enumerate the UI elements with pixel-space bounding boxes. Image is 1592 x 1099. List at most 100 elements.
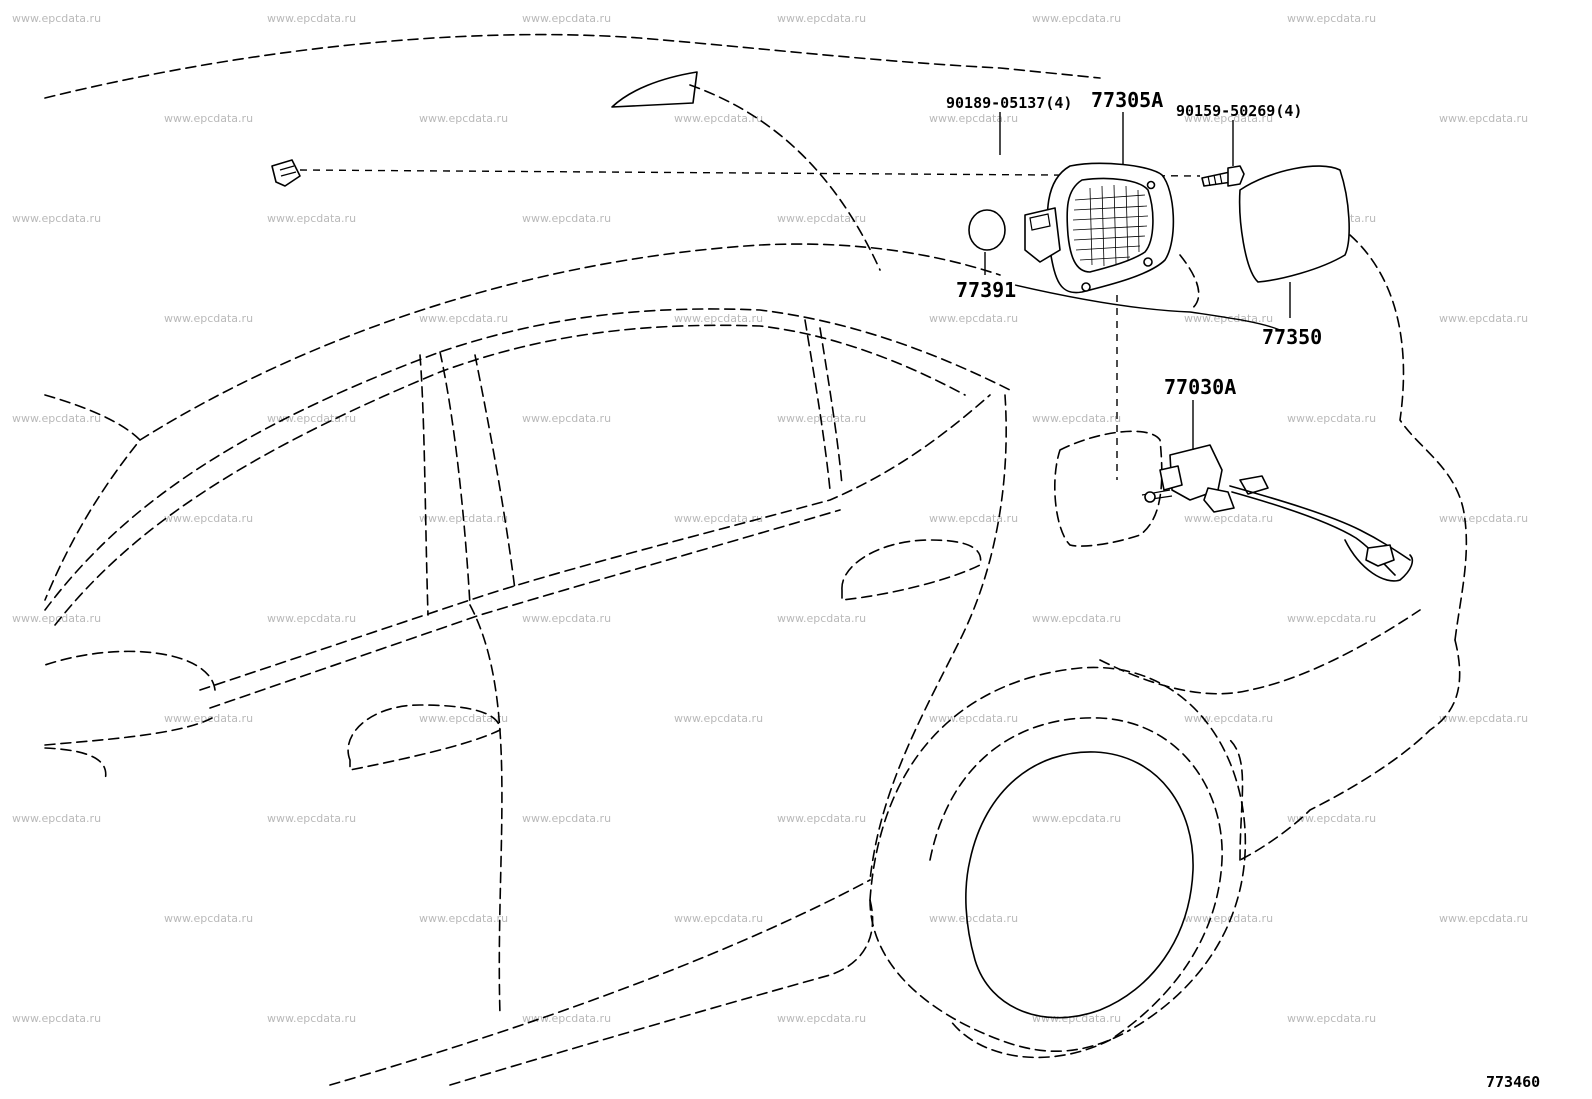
car-body-outline — [44, 33, 1468, 1086]
gasket-illustration — [968, 209, 1006, 251]
watermark-text: www.epcdata.ru — [419, 112, 508, 125]
watermark-text: www.epcdata.ru — [419, 712, 508, 725]
fuel-inlet-box-bolt-hole — [1081, 282, 1091, 292]
watermark-text: www.epcdata.ru — [164, 312, 253, 325]
watermark-text: www.epcdata.ru — [1439, 512, 1528, 525]
rear-bumper — [1239, 639, 1461, 861]
watermark-text: www.epcdata.ru — [12, 612, 101, 625]
callout-opener-lock: 77030A — [1164, 375, 1236, 399]
front-door-handle — [44, 650, 216, 746]
windshield-edge — [44, 394, 141, 601]
opener-cable-end — [1365, 544, 1395, 567]
watermark-text: www.epcdata.ru — [929, 712, 1018, 725]
rear-quarter-lower2 — [1229, 739, 1244, 861]
watermark-text: www.epcdata.ru — [1287, 1012, 1376, 1025]
watermark-text: www.epcdata.ru — [522, 12, 611, 25]
watermark-text: www.epcdata.ru — [1439, 912, 1528, 925]
watermark-text: www.epcdata.ru — [929, 112, 1018, 125]
watermark-text: www.epcdata.ru — [522, 212, 611, 225]
door-rear-edge — [469, 604, 503, 1016]
watermark-text: www.epcdata.ru — [164, 912, 253, 925]
leader-lines — [984, 112, 1291, 480]
rocker-line — [329, 879, 871, 1086]
b-pillar-front — [419, 354, 429, 616]
wheel-arch-lip — [869, 899, 1131, 1052]
window-frame-inner — [54, 324, 966, 626]
callout-clip: 90189-05137(4) — [946, 94, 1072, 112]
antenna-icon — [611, 71, 698, 108]
watermark-text: www.epcdata.ru — [267, 812, 356, 825]
fuel-lid-icon — [1238, 165, 1350, 283]
watermark-text: www.epcdata.ru — [929, 512, 1018, 525]
watermark-text: www.epcdata.ru — [1032, 1012, 1121, 1025]
callout-screw: 90159-50269(4) — [1176, 102, 1302, 120]
watermark-text: www.epcdata.ru — [674, 912, 763, 925]
watermark-text: www.epcdata.ru — [674, 712, 763, 725]
watermark-text: www.epcdata.ru — [12, 1012, 101, 1025]
watermark-text: www.epcdata.ru — [267, 1012, 356, 1025]
window-sill-lower — [209, 509, 841, 709]
watermark-text: www.epcdata.ru — [929, 912, 1018, 925]
opener-cable — [1229, 485, 1411, 561]
watermark-text: www.epcdata.ru — [674, 112, 763, 125]
fuel-inlet-box-body — [1066, 177, 1154, 273]
watermark-text: www.epcdata.ru — [1287, 12, 1376, 25]
watermark-text: www.epcdata.ru — [164, 112, 253, 125]
window-sill — [199, 394, 991, 691]
rear-quarter-front — [869, 394, 1007, 881]
watermark-text: www.epcdata.ru — [1184, 712, 1273, 725]
rear-door-handle — [347, 704, 501, 771]
fuel-inlet-box-hatch — [1072, 184, 1149, 267]
watermark-text: www.epcdata.ru — [419, 312, 508, 325]
wheel-arch-liner — [965, 751, 1194, 1019]
watermark-text: www.epcdata.ru — [1184, 112, 1273, 125]
wheel-arch-outer — [869, 666, 1247, 1031]
fuel-door-recess — [1054, 430, 1163, 547]
rear-quarter-shoulder — [1179, 254, 1200, 311]
upper-body-line — [139, 243, 1001, 441]
window-frame-outer — [44, 308, 1011, 611]
watermark-text: www.epcdata.ru — [12, 212, 101, 225]
watermark-text: www.epcdata.ru — [1439, 312, 1528, 325]
watermark-text: www.epcdata.ru — [1032, 412, 1121, 425]
watermark-layer: www.epcdata.ru www.epcdata.ru www.epcdata.… — [12, 12, 1528, 1025]
watermark-text: www.epcdata.ru — [12, 412, 101, 425]
watermark-text: www.epcdata.ru — [1439, 112, 1528, 125]
rocker-line-lower — [449, 899, 874, 1086]
watermark-text: www.epcdata.ru — [12, 12, 101, 25]
b-pillar-rear — [439, 351, 471, 606]
callout-gasket: 77391 — [956, 278, 1016, 302]
watermark-text: www.epcdata.ru — [1032, 612, 1121, 625]
watermark-text: www.epcdata.ru — [12, 812, 101, 825]
watermark-text: www.epcdata.ru — [1287, 412, 1376, 425]
fuel-inlet-box-illustration — [1024, 162, 1175, 294]
roof-line — [44, 33, 1101, 99]
callout-fuel-inlet-box: 77305A — [1091, 88, 1163, 112]
watermark-text: www.epcdata.ru — [777, 212, 866, 225]
watermark-text: www.epcdata.ru — [929, 312, 1018, 325]
mirror-edge — [44, 747, 107, 781]
rear-glass-edge — [689, 84, 881, 271]
fuel-inlet-box-hinge — [1024, 207, 1061, 263]
gasket-icon — [968, 209, 1006, 251]
watermark-text: www.epcdata.ru — [1439, 712, 1528, 725]
watermark-text: www.epcdata.ru — [419, 912, 508, 925]
callout-fuel-lid: 77350 — [1262, 325, 1322, 349]
clip-part-illustration — [271, 159, 301, 187]
watermark-text: www.epcdata.ru — [267, 12, 356, 25]
quarter-glass-rear — [804, 319, 831, 491]
quarter-handle — [841, 539, 982, 601]
watermark-text: www.epcdata.ru — [777, 1012, 866, 1025]
watermark-text: www.epcdata.ru — [522, 812, 611, 825]
watermark-text: www.epcdata.ru — [777, 612, 866, 625]
watermark-text: www.epcdata.ru — [522, 612, 611, 625]
watermark-text: www.epcdata.ru — [522, 412, 611, 425]
watermark-text: www.epcdata.ru — [164, 512, 253, 525]
watermark-text: www.epcdata.ru — [1184, 912, 1273, 925]
watermark-text: www.epcdata.ru — [267, 212, 356, 225]
watermark-text: www.epcdata.ru — [1032, 12, 1121, 25]
rear-quarter-lower — [1099, 609, 1421, 695]
wheel-arch-inner — [929, 717, 1223, 1059]
watermark-text: www.epcdata.ru — [1287, 612, 1376, 625]
